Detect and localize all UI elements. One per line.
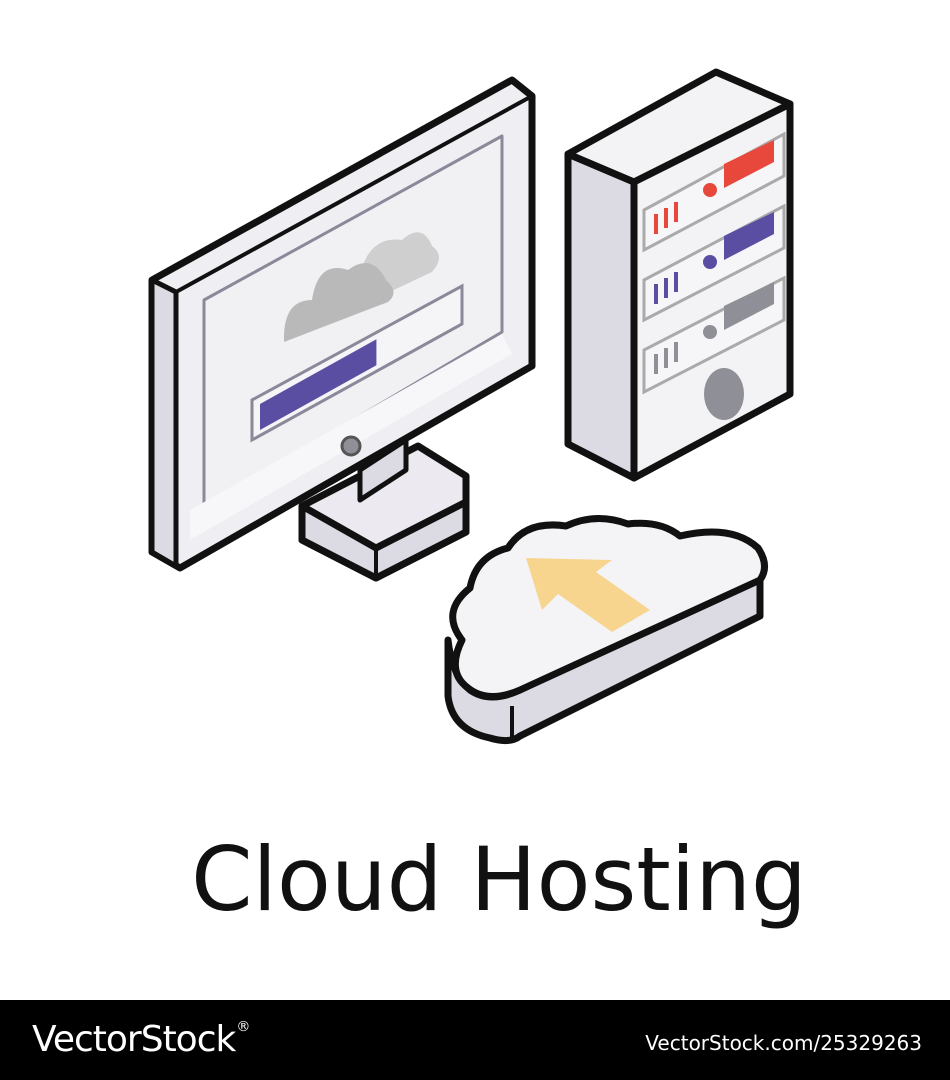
server-slot-1: [642, 131, 786, 253]
upload-progress-fill: [260, 339, 377, 430]
monitor-icon: [148, 76, 536, 582]
brand-name: VectorStock: [32, 1019, 236, 1060]
upload-progress-bar: [250, 283, 464, 443]
monitor-side: [149, 277, 179, 569]
caption-title: Cloud Hosting: [191, 828, 807, 931]
brand-registered-mark: ®: [236, 1019, 250, 1035]
brand-logo[interactable]: VectorStock®: [32, 1019, 250, 1060]
server-slot-2: [642, 203, 786, 323]
server-power-button: [704, 368, 744, 420]
monitor-power-button: [340, 435, 362, 457]
footer-bar: VectorStock® VectorStock.com/25329263: [0, 1000, 950, 1080]
monitor-stand: [298, 437, 470, 582]
upload-arrow-icon: [526, 558, 650, 632]
cloud-upload-icon: [444, 514, 768, 745]
cloud-hosting-illustration: [148, 68, 794, 745]
image-id: VectorStock.com/25329263: [645, 1031, 922, 1055]
server-slot-3: [642, 275, 786, 395]
server-side: [564, 150, 638, 482]
cloud-icon: [284, 232, 439, 342]
